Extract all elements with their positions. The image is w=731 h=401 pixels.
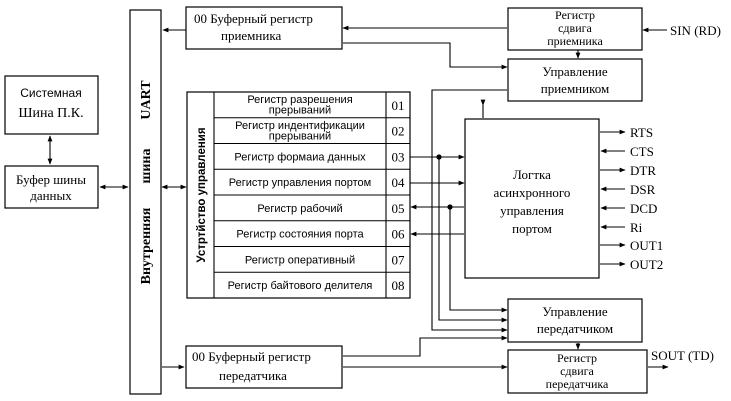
register-name: Регистр состояния порта (236, 229, 364, 241)
register-name: прерываний (269, 130, 331, 142)
rx-control-bus (431, 89, 507, 160)
rx-control-box (507, 58, 643, 102)
signal-ri: Ri (630, 220, 643, 235)
rx-shift-label-3: приемника (547, 34, 603, 48)
modem-signals: RTS CTS DTR DSR DCD Ri OUT1 OUT2 (630, 125, 663, 272)
signal-rts: RTS (630, 125, 653, 140)
junction-dot (447, 204, 453, 210)
register-code: 06 (392, 227, 406, 242)
register-row: Регистр байтового делителя 08 (214, 271, 410, 293)
tx-control-box (507, 298, 643, 343)
register-name: Регистр формаиа данных (234, 151, 366, 163)
register-name: Регистр управления портом (229, 177, 371, 189)
tx-shift-register-box (507, 349, 648, 394)
modem-signal-arrows (600, 129, 626, 267)
tx-control-label-2: передатчиком (537, 321, 613, 336)
register-code: 02 (392, 124, 405, 139)
tx-buffer-label-2: передатчика (219, 368, 287, 383)
tx-shift-label-3: передатчика (546, 377, 609, 391)
reg05-to-tx-control (449, 207, 508, 313)
register-row: Регистр формаиа данных 03 (214, 142, 410, 164)
data-bus-buffer-label-2: данных (30, 188, 72, 203)
system-bus-box (4, 75, 99, 135)
rx-control-to-tx-control (431, 160, 508, 333)
register-code: 05 (392, 201, 405, 216)
data-bus-buffer-box (4, 165, 99, 209)
register-code: 03 (392, 149, 405, 164)
register-row: Регистр оперативный 07 (214, 245, 410, 267)
tx-buffer-box (185, 345, 343, 389)
internal-bus-box (129, 9, 162, 395)
rx-control-label-1: Управление (542, 64, 607, 79)
register-name: Регистр байтового делителя (228, 280, 373, 292)
tx-buffer-to-tx-control (343, 335, 508, 357)
control-device-label: Устртйство управления (196, 127, 208, 262)
rx-buffer-to-rx-control (343, 42, 508, 70)
register-code: 04 (392, 175, 406, 190)
logic-label-2: асинхронного (494, 185, 571, 200)
tx-shift-label-1: Регистр (557, 351, 597, 365)
rx-shift-register-box (507, 7, 643, 51)
register-name: Регистр разрешения (247, 94, 352, 106)
rx-buffer-label-2: приемника (221, 28, 281, 43)
register-code: 07 (392, 252, 406, 267)
signal-dtr: DTR (630, 163, 656, 178)
internal-bus-label: Внутренняя (139, 207, 154, 284)
tx-buffer-label-1: 00 Буферный регистр (192, 349, 311, 364)
rx-control-label-2: приемником (541, 81, 609, 96)
internal-bus-sub-label: шина (139, 149, 154, 184)
tx-control-label-1: Управление (542, 304, 607, 319)
logic-label-3: управления (500, 203, 564, 218)
system-bus-label-2: Шина П.К. (18, 106, 83, 121)
rx-shift-label-1: Регистр (555, 8, 595, 22)
register-code: 01 (392, 98, 405, 113)
register-row: Регистр рабочий 05 (214, 194, 410, 216)
register-name: Регистр рабочий (257, 203, 342, 215)
signal-out2: OUT2 (630, 257, 663, 272)
register-name: Регистр оперативный (245, 254, 355, 266)
rx-buffer-box (185, 6, 343, 50)
sout-label: SOUT (TD) (651, 348, 714, 363)
logic-label-4: портом (512, 221, 552, 236)
control-device-block: Устртйство управления Регистр разрешения… (186, 91, 411, 299)
register-name: прерываний (269, 105, 331, 117)
sin-label: SIN (RD) (670, 23, 721, 38)
register-row: Регистр состояния порта 06 (214, 220, 410, 242)
connections (47, 25, 669, 370)
signal-out1: OUT1 (630, 238, 663, 253)
logic-label-1: Логтка (513, 167, 551, 182)
rx-buffer-label-1: 00 Буферный регистр (194, 11, 313, 26)
register-name: Регистр индентификации (235, 120, 365, 132)
internal-bus-tag: UART (139, 80, 154, 120)
data-bus-buffer-label-1: Буфер шины (16, 172, 86, 187)
register-code: 08 (392, 278, 405, 293)
signal-dsr: DSR (630, 182, 656, 197)
system-bus-label-1: Системная (20, 86, 81, 100)
port-logic-box (464, 118, 600, 279)
tx-shift-label-2: сдвига (560, 364, 594, 378)
signal-cts: CTS (630, 144, 654, 159)
signal-dcd: DCD (630, 201, 657, 216)
reg03-to-tx-control (438, 157, 508, 323)
register-row: Регистр управления портом 04 (214, 168, 410, 190)
rx-shift-label-2: сдвига (558, 21, 592, 35)
junction-dot (436, 154, 442, 160)
